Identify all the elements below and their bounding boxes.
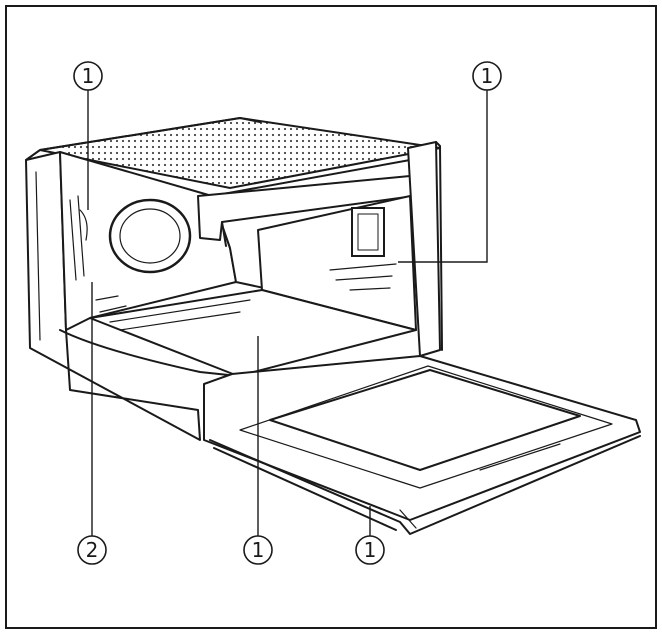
svg-text:2: 2: [86, 538, 99, 562]
oven-body: [25, 116, 443, 441]
border: [5, 5, 657, 629]
door-glass: [269, 369, 581, 471]
callout-bottom-left: 2: [77, 535, 107, 565]
oven-floor: [89, 289, 417, 377]
svg-text:1: 1: [364, 538, 377, 562]
svg-text:1: 1: [252, 538, 265, 562]
svg-text:1: 1: [481, 64, 494, 88]
fan-cover: [108, 198, 192, 274]
leader-top-right: [398, 90, 488, 263]
callout-bottom-middle: 1: [243, 535, 273, 565]
oven-door: [203, 355, 641, 535]
callout-top-left: 1: [73, 61, 103, 91]
side-window: [351, 207, 385, 257]
front-frame-right: [407, 141, 441, 357]
svg-text:1: 1: [82, 64, 95, 88]
callout-top-right: 1: [472, 61, 502, 91]
callout-bottom-right: 1: [355, 535, 385, 565]
